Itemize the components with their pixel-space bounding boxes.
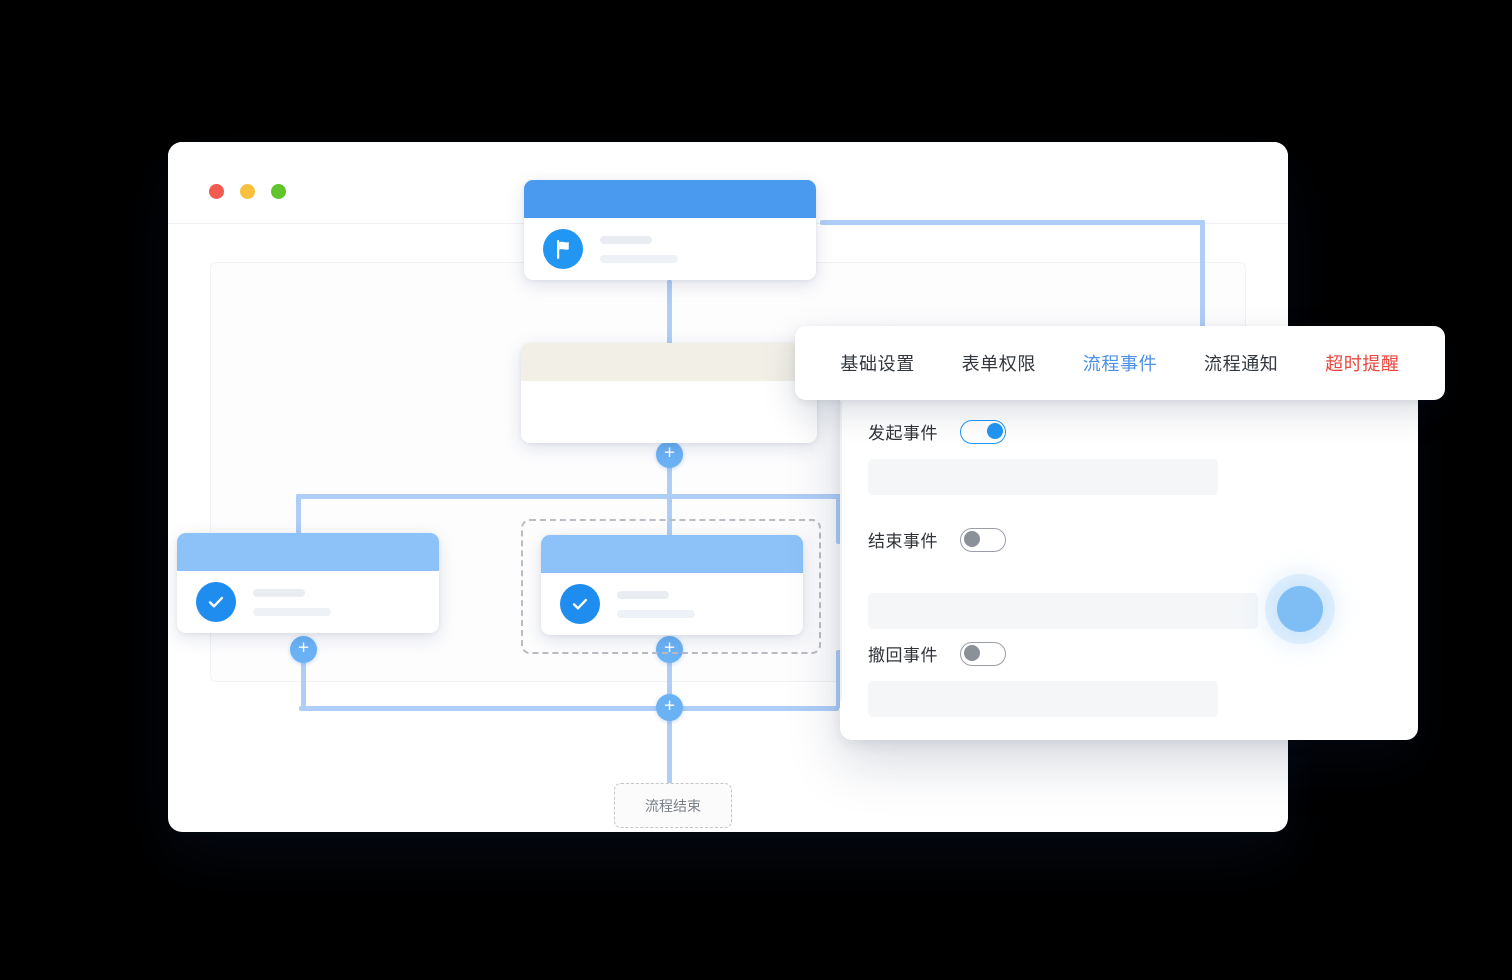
close-button-icon[interactable] <box>209 184 224 199</box>
placeholder-line <box>600 254 678 263</box>
connector-center-branch-down <box>667 650 672 708</box>
tab-process-events[interactable]: 流程事件 <box>1082 354 1158 374</box>
placeholder-line <box>617 590 669 599</box>
placeholder-field-withdraw-event <box>868 681 1218 717</box>
add-node-button-below-cream[interactable]: + <box>656 441 683 468</box>
field-label-initiate-event: 发起事件 <box>868 424 938 443</box>
placeholder-line <box>253 607 331 616</box>
connector-left-branch-down <box>301 650 306 708</box>
connector-merge-to-end <box>667 706 672 784</box>
add-node-button-left-branch[interactable]: + <box>290 636 317 663</box>
placeholder-field-initiate-event <box>868 459 1218 495</box>
node-placeholder-lines <box>600 235 678 263</box>
node-body <box>521 381 817 443</box>
connector-merge-right-leg <box>836 650 841 708</box>
node-body <box>177 571 439 633</box>
tab-form-permissions[interactable]: 表单权限 <box>961 354 1036 374</box>
add-node-button-center-branch[interactable]: + <box>656 636 683 663</box>
panel-scroll-indicator[interactable] <box>840 401 842 701</box>
node-header-bar <box>521 343 817 381</box>
connector-branch-merge <box>299 706 839 711</box>
placeholder-line <box>617 609 695 618</box>
connector-branch-split <box>296 494 841 499</box>
field-label-withdraw-event: 撤回事件 <box>868 646 938 665</box>
accent-glow-dot-icon <box>1277 586 1323 632</box>
check-circle-icon <box>196 582 236 622</box>
field-row-end-event: 结束事件 <box>868 527 1006 552</box>
tab-process-notifications[interactable]: 流程通知 <box>1204 354 1279 374</box>
toggle-initiate-event[interactable] <box>960 419 1006 444</box>
placeholder-field-end-event <box>868 593 1258 629</box>
node-header-bar <box>524 180 816 218</box>
connector-start-to-right <box>820 220 1205 225</box>
connector-branch-right-leg <box>836 494 841 544</box>
connector-branch-left-leg <box>296 494 301 544</box>
placeholder-line <box>600 235 652 244</box>
flow-node-approval-left[interactable] <box>177 533 439 633</box>
node-header-bar <box>541 535 803 573</box>
placeholder-line <box>253 588 305 597</box>
toggle-end-event[interactable] <box>960 527 1006 552</box>
tab-timeout-reminder[interactable]: 超时提醒 <box>1325 354 1400 374</box>
toggle-withdraw-event[interactable] <box>960 641 1006 666</box>
tab-basic-settings[interactable]: 基础设置 <box>840 354 915 374</box>
node-body <box>524 218 816 280</box>
field-row-initiate-event: 发起事件 <box>868 419 1006 444</box>
flow-node-end[interactable]: 流程结束 <box>614 783 732 828</box>
toggle-knob <box>986 423 1003 439</box>
check-circle-icon <box>560 584 600 624</box>
toggle-knob <box>963 645 980 661</box>
node-header-bar <box>177 533 439 571</box>
node-selection-outline <box>521 519 821 654</box>
settings-tabbar: 基础设置 表单权限 流程事件 流程通知 超时提醒 <box>795 326 1445 400</box>
minimize-button-icon[interactable] <box>240 184 255 199</box>
node-placeholder-lines <box>617 590 695 618</box>
add-node-button-at-merge[interactable]: + <box>656 694 683 721</box>
flow-node-end-label: 流程结束 <box>645 797 701 814</box>
node-placeholder-lines <box>253 588 331 616</box>
traffic-light-controls <box>209 184 286 199</box>
maximize-button-icon[interactable] <box>271 184 286 199</box>
flow-node-cream[interactable] <box>521 343 817 443</box>
flag-icon <box>543 229 583 269</box>
connector-start-to-cream <box>667 280 672 345</box>
field-row-withdraw-event: 撤回事件 <box>868 641 1006 666</box>
connector-right-down <box>1200 220 1205 338</box>
flow-node-start[interactable] <box>524 180 816 280</box>
toggle-knob <box>963 531 980 547</box>
field-label-end-event: 结束事件 <box>868 532 938 551</box>
flow-node-approval-center[interactable] <box>541 535 803 635</box>
node-body <box>541 573 803 635</box>
process-events-settings-panel: 发起事件 结束事件 撤回事件 <box>840 355 1418 740</box>
